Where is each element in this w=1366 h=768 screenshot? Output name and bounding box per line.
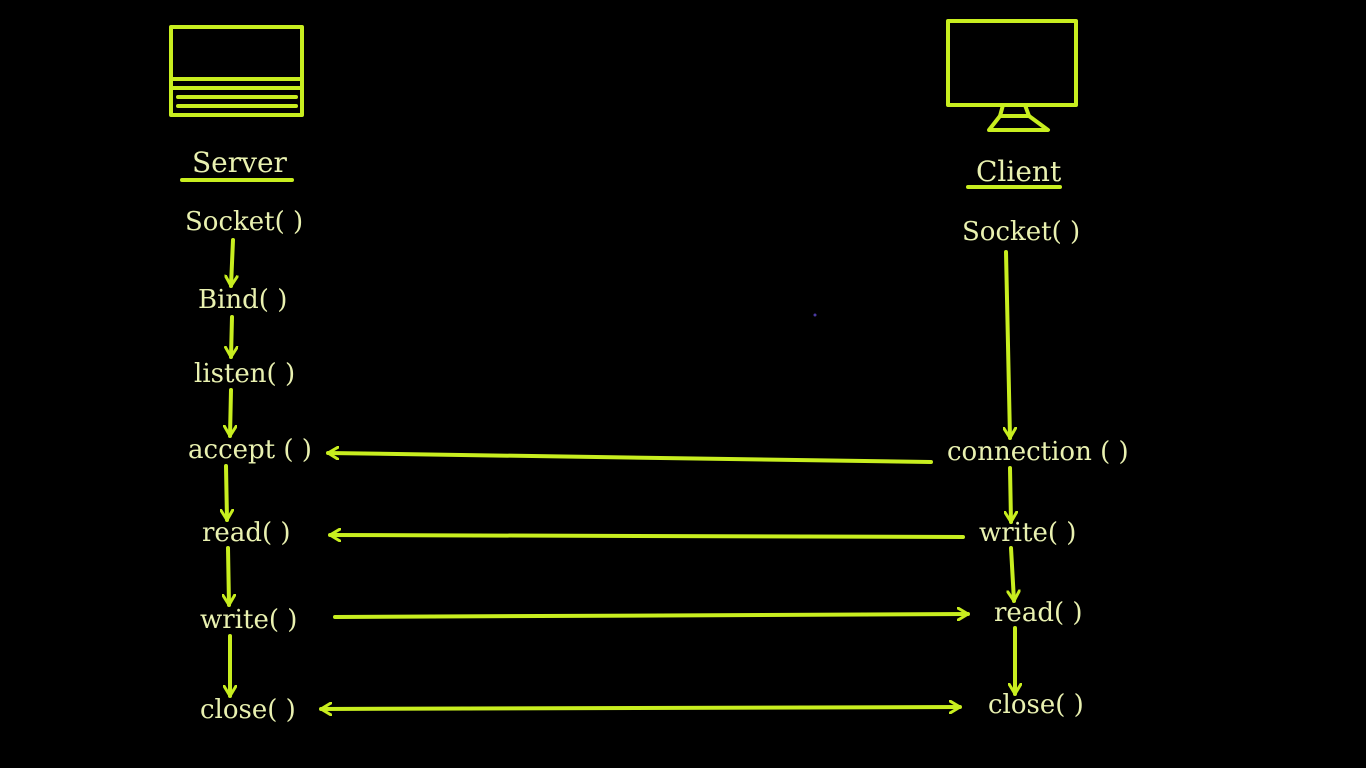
write-to-read-arrow: [328, 535, 965, 537]
connection-to-accept-arrow: [326, 453, 933, 464]
client-flow-arrows: [1006, 250, 1015, 696]
server-flow-arrows: [226, 238, 233, 698]
client-step-write: write( ): [979, 518, 1077, 548]
client-step-close: close( ): [988, 690, 1084, 720]
server-step-write: write( ): [200, 605, 298, 635]
client-title: Client: [976, 155, 1062, 188]
client-step-read: read( ): [994, 598, 1083, 628]
server-step-socket: Socket( ): [185, 207, 304, 237]
client-step-connection: connection ( ): [947, 437, 1129, 467]
server-step-accept: accept ( ): [188, 435, 312, 465]
server-step-close: close( ): [200, 695, 296, 725]
server-title: Server: [192, 146, 287, 179]
server-step-bind: Bind( ): [198, 285, 288, 315]
write-to-read-client-arrow: [333, 614, 970, 617]
stray-dot: [813, 313, 817, 317]
server-step-read: read( ): [202, 518, 291, 548]
server-icon: [169, 25, 304, 117]
close-both-ways-arrow: [319, 707, 962, 709]
server-step-listen: listen( ): [194, 359, 296, 389]
client-step-socket: Socket( ): [962, 217, 1081, 247]
monitor-icon: [946, 19, 1078, 132]
